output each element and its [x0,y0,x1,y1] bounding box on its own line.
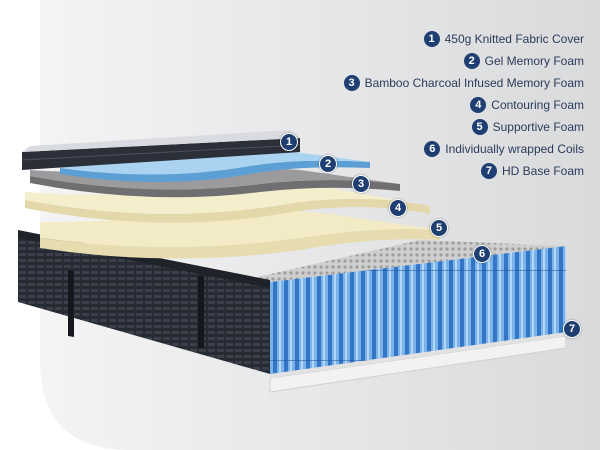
callout-badge-7: 7 [563,320,581,338]
legend-badge: 2 [463,53,480,69]
legend-label: Contouring Foam [491,98,584,112]
callout-badge-5: 5 [430,219,448,237]
legend-label: Gel Memory Foam [484,54,584,68]
callout-badge-2: 2 [319,155,337,173]
mattress-side-panel [18,232,270,374]
charcoal-foam-edge [30,176,400,198]
legend-item-2: 2 Gel Memory Foam [254,50,584,72]
base-foam-layer [269,335,567,393]
legend-badge: 1 [423,31,440,47]
base-foam-top [270,332,566,378]
legend-label: HD Base Foam [501,164,584,178]
legend-item-4: 4 Contouring Foam [254,94,584,116]
legend-badge: 4 [470,97,487,113]
coil-front-face [270,246,566,374]
callout-badge-4: 4 [389,199,407,217]
legend-label: Individually wrapped Coils [445,142,584,156]
legend-label: Bamboo Charcoal Infused Memory Foam [364,76,584,90]
supportive-foam-edge [40,229,440,259]
legend-badge: 5 [471,119,488,135]
callout-badge-1: 1 [280,133,298,151]
callout-badge-3: 3 [352,175,370,193]
legend-badge: 3 [343,75,360,91]
layer-legend: 1 450g Knitted Fabric Cover 2 Gel Memory… [254,28,584,182]
legend-item-1: 1 450g Knitted Fabric Cover [254,28,584,50]
contouring-foam-edge [25,198,430,223]
handle-left [68,269,74,338]
callout-badge-6: 6 [473,245,491,263]
legend-badge: 7 [480,163,497,179]
contouring-foam-layer [25,184,430,214]
legend-item-5: 5 Supportive Foam [254,116,584,138]
cover-layer [22,130,300,152]
legend-label: 450g Knitted Fabric Cover [444,32,584,46]
legend-item-6: 6 Individually wrapped Coils [254,138,584,160]
handle-right [198,275,204,349]
cover-stitch [21,144,301,161]
legend-label: Supportive Foam [492,120,584,134]
gel-foam-edge [60,160,370,182]
legend-item-3: 3 Bamboo Charcoal Infused Memory Foam [254,72,584,94]
legend-item-7: 7 HD Base Foam [254,160,584,182]
legend-badge: 6 [424,141,441,157]
cover-edge [22,138,300,170]
